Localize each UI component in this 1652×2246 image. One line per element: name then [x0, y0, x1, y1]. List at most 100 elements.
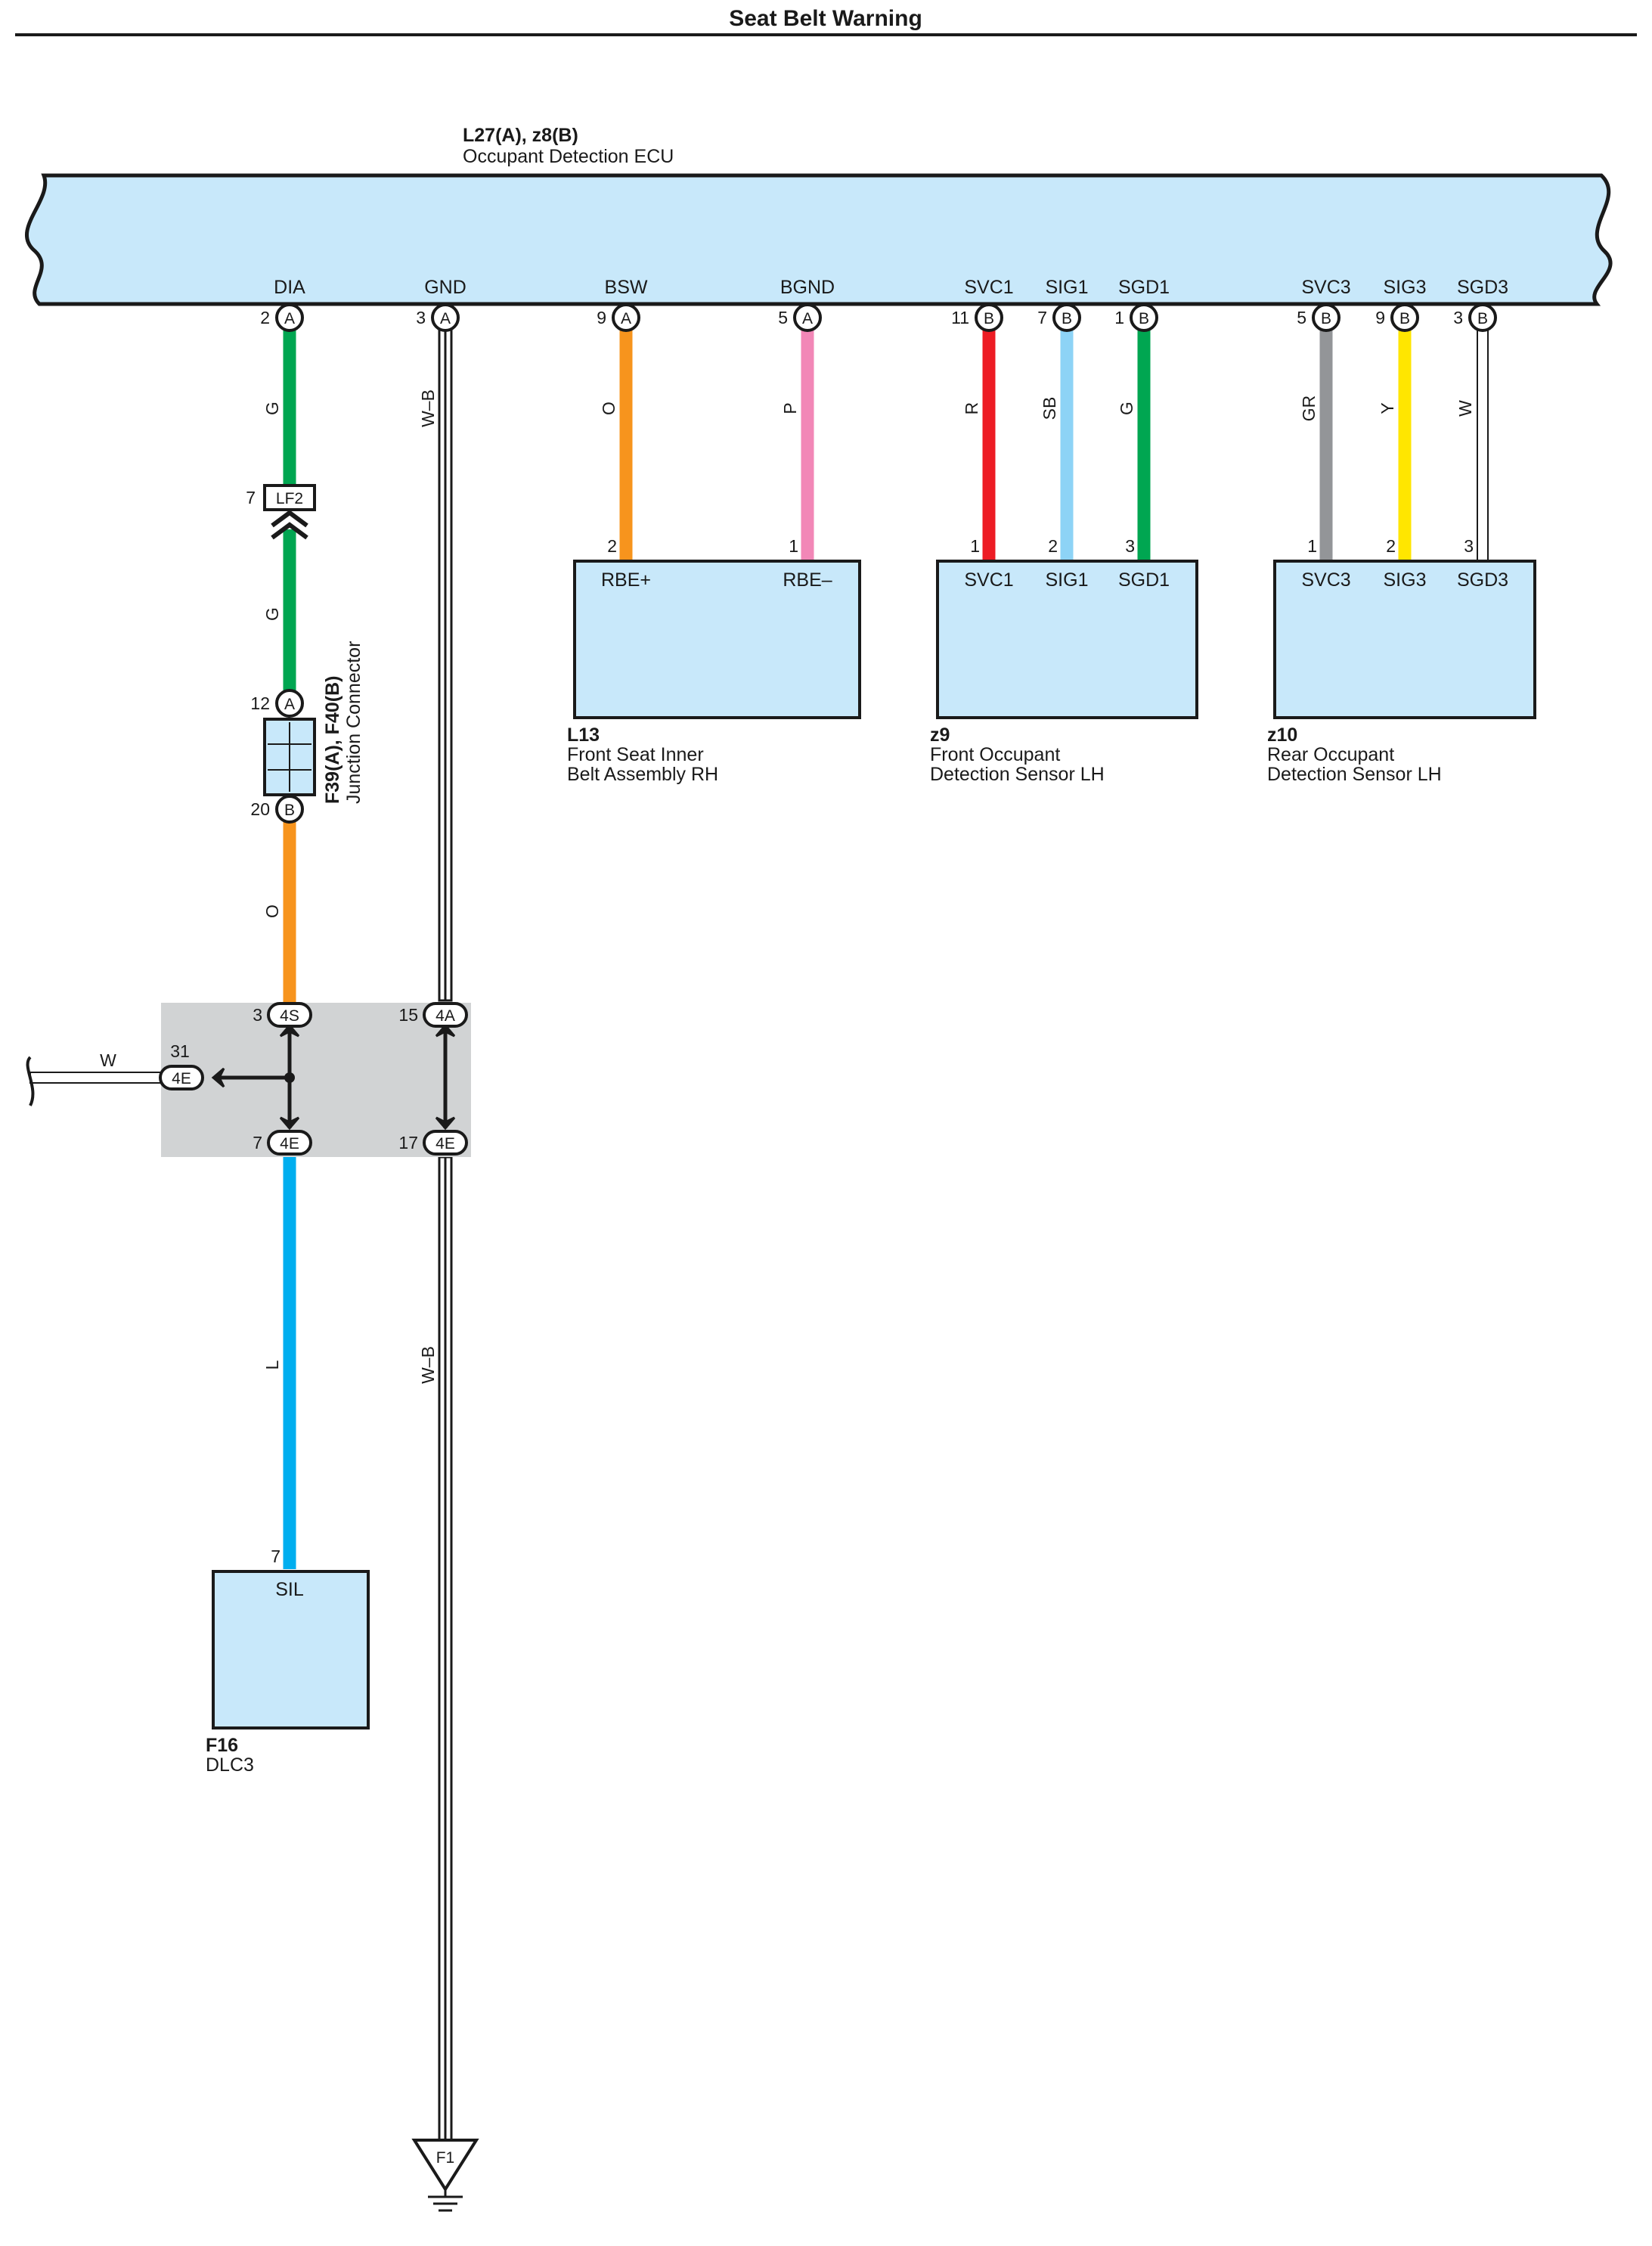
wires	[283, 326, 1489, 2142]
ecu-circle-svc1	[975, 303, 1003, 332]
ecu-terminal-dia: DIA	[274, 277, 305, 298]
l13-terminal-rbe-minus: RBE–	[783, 569, 832, 591]
ecu-name: Occupant Detection ECU	[463, 146, 674, 167]
jb-top-right-conn: 4A	[435, 1007, 455, 1025]
ecu-pin-gnd: 3	[416, 308, 426, 327]
ecu-pin-sig3: 9	[1375, 308, 1385, 327]
ecu-circle-sig3	[1390, 303, 1419, 332]
ecu-terminal-circles: A 2 A 3 A 9 A 5 B 11 B 7 B 1 B 5 B 9 B 3	[260, 303, 1497, 332]
jb-pill-bottom-left	[267, 1130, 312, 1156]
ecu-circle-dia	[275, 303, 304, 332]
jc-name: Junction Connector	[343, 641, 364, 804]
jb-arrow-down-right-icon	[435, 1116, 456, 1131]
z10-box	[1273, 560, 1536, 719]
wire-code-dia-middle: G	[262, 607, 282, 621]
component-z9: 1 2 3 SVC1 SIG1 SGD1 z9 Front Occupant D…	[930, 536, 1198, 785]
z9-terminal-sgd1: SGD1	[1118, 569, 1170, 591]
ecu-pin-bsw: 9	[597, 308, 606, 327]
wire-sgd3	[1477, 327, 1489, 562]
ground-f1: F1	[411, 2139, 479, 2212]
wire-code-sig1: SB	[1040, 397, 1059, 420]
z9-name-line2: Detection Sensor LH	[930, 764, 1105, 785]
junction-connector: A 12 B 20 F39(A), F40(B) Junction Connec…	[250, 641, 364, 824]
f16-box	[212, 1570, 370, 1729]
ecu-pin-svc3: 5	[1297, 308, 1306, 327]
l13-terminal-rbe-plus: RBE+	[601, 569, 651, 591]
ground-triangle-icon	[411, 2139, 479, 2192]
wire-code-gnd-lower: W–B	[418, 1346, 438, 1384]
ecu-pin-svc1: 11	[951, 308, 969, 327]
jb-bottom-right-conn: 4E	[435, 1135, 455, 1152]
z10-terminal-sig3: SIG3	[1384, 569, 1427, 591]
jb-top-left-pin: 3	[253, 1005, 262, 1025]
l13-name-line1: Front Seat Inner	[567, 744, 704, 765]
ecu-pin-bgnd: 5	[778, 308, 788, 327]
wire-code-bgnd: P	[780, 402, 800, 414]
ecu-conn-sgd3: B	[1477, 310, 1488, 327]
l13-pin-rbe-minus: 1	[789, 536, 798, 556]
ecu-conn-sig1: B	[1062, 310, 1072, 327]
l13-name-line2: Belt Assembly RH	[567, 764, 718, 785]
jb-pill-top-right	[423, 1002, 468, 1028]
jb-side-pin: 31	[170, 1041, 190, 1061]
jc-bottom-circle	[275, 795, 304, 824]
jb-pill-top-left	[267, 1002, 312, 1028]
jc-top-circle	[275, 689, 304, 718]
ground-code: F1	[436, 2149, 455, 2167]
lf2-pin: 7	[246, 488, 256, 507]
component-l13: 2 1 RBE+ RBE– L13 Front Seat Inner Belt …	[567, 536, 861, 785]
z10-pin-sgd3: 3	[1464, 536, 1474, 556]
jc-top-conn: A	[284, 696, 295, 713]
ecu-conn-bsw: A	[621, 310, 631, 327]
ecu-terminal-bsw: BSW	[605, 277, 648, 298]
z9-terminal-svc1: SVC1	[964, 569, 1013, 591]
ecu-pin-sgd3: 3	[1453, 308, 1463, 327]
z9-box	[936, 560, 1198, 719]
wire-branch-left	[29, 1072, 167, 1084]
jb-arrow-up-right-icon	[435, 1023, 456, 1038]
ecu-circle-gnd	[431, 303, 460, 332]
diagram-title: Seat Belt Warning	[729, 6, 922, 31]
ecu-conn-bgnd: A	[802, 310, 813, 327]
wire-code-bsw: O	[599, 402, 618, 415]
ecu-conn-svc1: B	[984, 310, 994, 327]
junction-block-bg	[161, 1003, 471, 1157]
f16-terminal-sil: SIL	[275, 1579, 304, 1600]
f16-code: F16	[206, 1735, 238, 1756]
jc-top-pin: 12	[250, 693, 270, 713]
wire-code-sgd1: G	[1117, 402, 1136, 415]
jb-pill-side	[159, 1065, 204, 1090]
junction-block: W 4S 3 4A 15 4E 31 4E 7 4E 17	[26, 1002, 471, 1157]
ecu-code: L27(A), z8(B)	[463, 125, 578, 146]
ecu-terminal-labels: DIA GND BSW BGND SVC1 SIG1 SGD1 SVC3 SIG…	[274, 277, 1508, 298]
ecu-terminal-svc3: SVC3	[1301, 277, 1350, 298]
z10-pin-sig3: 2	[1386, 536, 1396, 556]
z9-pin-sgd1: 3	[1125, 536, 1135, 556]
ecu-conn-dia: A	[284, 310, 295, 327]
wire-code-dia-lower: O	[262, 904, 282, 918]
wire-code-sig3: Y	[1378, 402, 1397, 414]
ecu-frame	[25, 173, 1613, 306]
ecu-circle-bsw	[612, 303, 640, 332]
l13-box	[573, 560, 861, 719]
ecu-terminal-svc1: SVC1	[964, 277, 1013, 298]
component-f16: 7 SIL F16 DLC3	[206, 1546, 370, 1776]
z10-pin-svc3: 1	[1307, 536, 1317, 556]
lf2-chevrons-icon	[271, 510, 308, 540]
z9-pin-svc1: 1	[970, 536, 980, 556]
ecu-pin-sgd1: 1	[1114, 308, 1124, 327]
ecu-circle-bgnd	[793, 303, 822, 332]
wire-code-branch-left: W	[100, 1050, 116, 1070]
ecu-conn-svc3: B	[1321, 310, 1331, 327]
z9-terminal-sig1: SIG1	[1046, 569, 1089, 591]
wire-code-svc1: R	[962, 402, 981, 415]
wire-break-icon	[26, 1056, 35, 1106]
z9-name-line1: Front Occupant	[930, 744, 1060, 765]
ecu-circle-sig1	[1052, 303, 1081, 332]
ecu-terminal-gnd: GND	[424, 277, 466, 298]
ecu-terminal-sgd3: SGD3	[1457, 277, 1508, 298]
jb-bottom-left-conn: 4E	[280, 1135, 299, 1152]
ecu-pin-dia: 2	[260, 308, 270, 327]
jb-side-conn: 4E	[172, 1070, 191, 1087]
ecu-terminal-sig3: SIG3	[1384, 277, 1427, 298]
